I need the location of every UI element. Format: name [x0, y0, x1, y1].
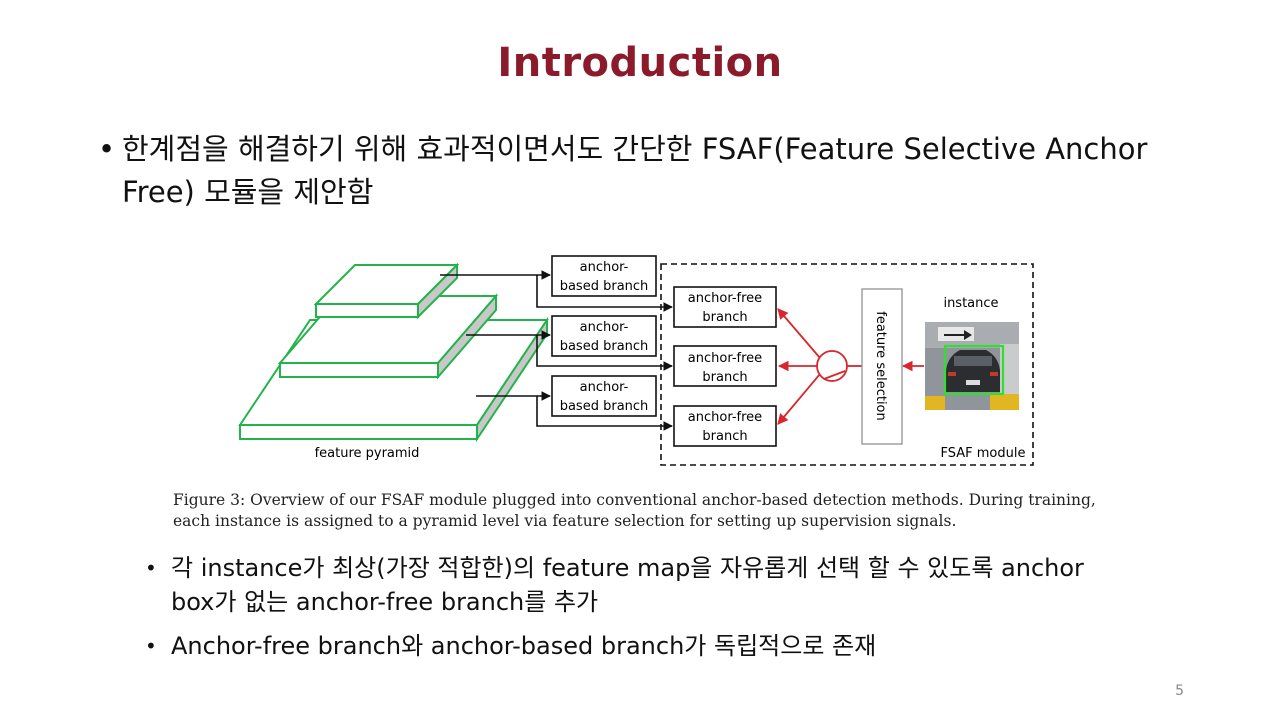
svg-text:based branch: based branch	[560, 279, 649, 294]
sub-bullet-text: 각 instance가 최상(가장 적합한)의 feature map을 자유롭…	[171, 554, 1084, 616]
fsaf-module-label: FSAF module	[941, 446, 1026, 461]
anchor-based-branch-1: anchor- based branch	[551, 255, 657, 297]
anchor-free-branch-2: anchor-free branch	[673, 345, 777, 387]
bullet-dot: •	[145, 634, 157, 658]
main-bullet-text: 한계점을 해결하기 위해 효과적이면서도 간단한 FSAF(Feature Se…	[122, 132, 1148, 209]
svg-text:anchor-: anchor-	[580, 320, 629, 335]
anchor-free-branch-1: anchor-free branch	[673, 286, 777, 328]
anchor-based-branch-3: anchor- based branch	[551, 375, 657, 417]
svg-text:anchor-free: anchor-free	[688, 291, 762, 306]
svg-text:feature selection: feature selection	[873, 311, 888, 421]
sub-bullet-2: • Anchor-free branch와 anchor-based branc…	[145, 629, 1145, 663]
svg-text:based branch: based branch	[560, 399, 649, 414]
instance-label: instance	[943, 296, 998, 311]
bullet-dot: •	[98, 132, 116, 166]
anchor-free-branch-3: anchor-free branch	[673, 405, 777, 447]
sub-bullet-1: • 각 instance가 최상(가장 적합한)의 feature map을 자…	[145, 551, 1145, 619]
instance-car-image	[925, 322, 1019, 410]
feature-selection-box: feature selection	[861, 288, 903, 445]
svg-text:branch: branch	[702, 429, 747, 444]
svg-text:anchor-free: anchor-free	[688, 351, 762, 366]
svg-text:anchor-: anchor-	[580, 380, 629, 395]
slide-title: Introduction	[497, 40, 783, 86]
fsaf-figure: anchor- based branch anchor- based branc…	[238, 255, 1034, 466]
svg-text:branch: branch	[702, 310, 747, 325]
bullet-dot: •	[145, 556, 157, 580]
svg-text:branch: branch	[702, 370, 747, 385]
page-number: 5	[1175, 683, 1184, 699]
sub-bullet-text: Anchor-free branch와 anchor-based branch가…	[171, 632, 877, 660]
svg-text:based branch: based branch	[560, 339, 649, 354]
pyramid-level-1	[313, 262, 460, 320]
main-bullet: • 한계점을 해결하기 위해 효과적이면서도 간단한 FSAF(Feature …	[98, 128, 1178, 214]
anchor-based-branch-2: anchor- based branch	[551, 315, 657, 357]
pyramid-level-2	[277, 293, 499, 380]
svg-text:anchor-: anchor-	[580, 260, 629, 275]
svg-text:anchor-free: anchor-free	[688, 410, 762, 425]
fsaf-module-box	[660, 263, 1034, 466]
feature-pyramid-label: feature pyramid	[315, 446, 420, 461]
figure-caption: Figure 3: Overview of our FSAF module pl…	[173, 491, 1096, 530]
